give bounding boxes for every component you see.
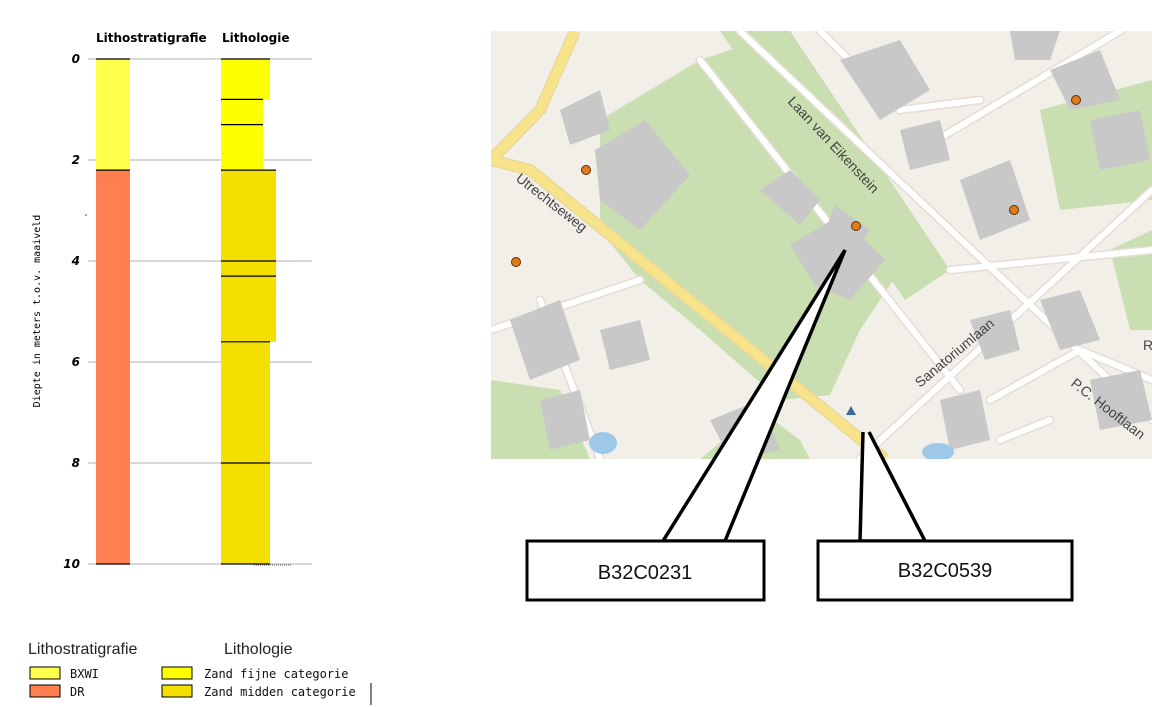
depth-tick-labels: 0 2 4 6 8 10 xyxy=(63,52,87,571)
borehole-marker[interactable] xyxy=(511,257,521,267)
lithologie-layer xyxy=(221,99,263,125)
legend-lithologie-title: Lithologie xyxy=(224,641,293,658)
depth-tick-label: 6 xyxy=(72,355,80,369)
lithostratigrafie-header: Lithostratigrafie xyxy=(96,31,207,45)
borehole-log: Lithostratigrafie Lithologie Diepte in m… xyxy=(32,31,312,571)
borehole-markers xyxy=(511,95,1081,415)
borehole-marker[interactable] xyxy=(1071,95,1081,105)
lithologie-layer xyxy=(221,276,276,342)
map-main-roads xyxy=(491,31,889,459)
lithostratigrafie-column xyxy=(96,58,130,565)
lithologie-layer xyxy=(221,124,263,171)
lithologie-header: Lithologie xyxy=(222,31,289,45)
street-edge-letter: R xyxy=(1143,337,1152,353)
legend-swatch-dr xyxy=(29,684,61,698)
borehole-marker[interactable] xyxy=(1009,205,1019,215)
depth-tick-label: 10 xyxy=(63,557,80,571)
depth-tick-label: 2 xyxy=(72,153,80,167)
lithologie-layer xyxy=(221,261,276,277)
lithologie-layer xyxy=(221,170,276,261)
depth-tick-label: 4 xyxy=(71,254,80,268)
legend-lithostratigrafie-title: Lithostratigrafie xyxy=(28,641,137,658)
callout-label-right: B32C0539 xyxy=(898,560,993,582)
lithologie-layer xyxy=(221,341,270,463)
lithologie-layer xyxy=(221,463,270,564)
callouts: B32C0231 B32C0539 xyxy=(525,249,1074,602)
legend-swatch-bxwi xyxy=(29,666,61,680)
location-map: Laan van Eikenstein Utrechtseweg Sanator… xyxy=(491,31,1152,459)
legend-label-zand-fijn: Zand fijne categorie xyxy=(204,667,349,681)
depth-tick-label: 8 xyxy=(72,456,80,470)
lithologie-layer xyxy=(221,59,270,100)
borehole-triangle-marker[interactable] xyxy=(846,406,856,415)
map-water xyxy=(589,432,954,459)
lithostratigrafie-layer-dr xyxy=(96,170,130,564)
borehole-marker[interactable] xyxy=(581,165,591,175)
legend-swatch-zand-fijn xyxy=(161,666,193,680)
lithostratigrafie-layer-bxwi xyxy=(96,59,130,171)
depth-axis-label: Diepte in meters t.o.v. maaiveld xyxy=(32,215,43,408)
borehole-marker-b32c0231[interactable] xyxy=(851,221,861,231)
lithologie-column xyxy=(221,58,276,565)
legend-swatch-zand-midden xyxy=(161,684,193,698)
legend-label-zand-midden: Zand midden categorie xyxy=(204,685,356,699)
callout-box-right xyxy=(816,539,1074,602)
legend-label-bxwi: BXWI xyxy=(70,667,99,681)
map-green-areas xyxy=(491,31,1152,459)
callout-label-left: B32C0231 xyxy=(598,562,693,584)
legend: Lithostratigrafie Lithologie BXWI DR Zan… xyxy=(28,641,372,705)
callout-box-left xyxy=(525,539,766,602)
axis-dot xyxy=(85,214,87,216)
depth-tick-label: 0 xyxy=(72,52,80,66)
legend-label-dr: DR xyxy=(70,685,85,699)
